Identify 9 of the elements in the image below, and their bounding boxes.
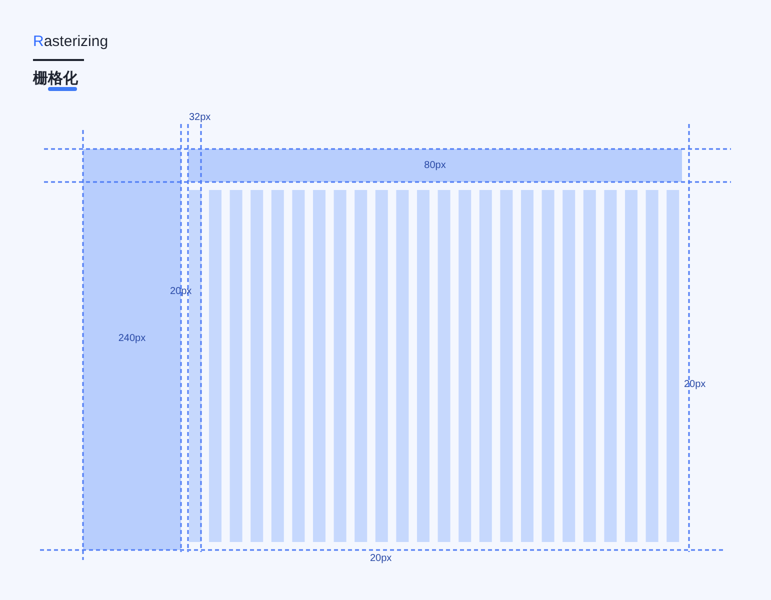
dimension-label: 32px	[189, 112, 211, 124]
dimension-label: 20px	[684, 379, 706, 391]
dimension-label: 240px	[118, 332, 146, 344]
dimension-label: 20px	[170, 286, 192, 298]
header-bar	[188, 149, 682, 182]
heading-title: Rasterizing	[33, 33, 108, 51]
dimension-label: 80px	[424, 160, 446, 172]
subtitle: 栅格化	[33, 71, 78, 86]
dimension-label: 20px	[370, 553, 392, 565]
